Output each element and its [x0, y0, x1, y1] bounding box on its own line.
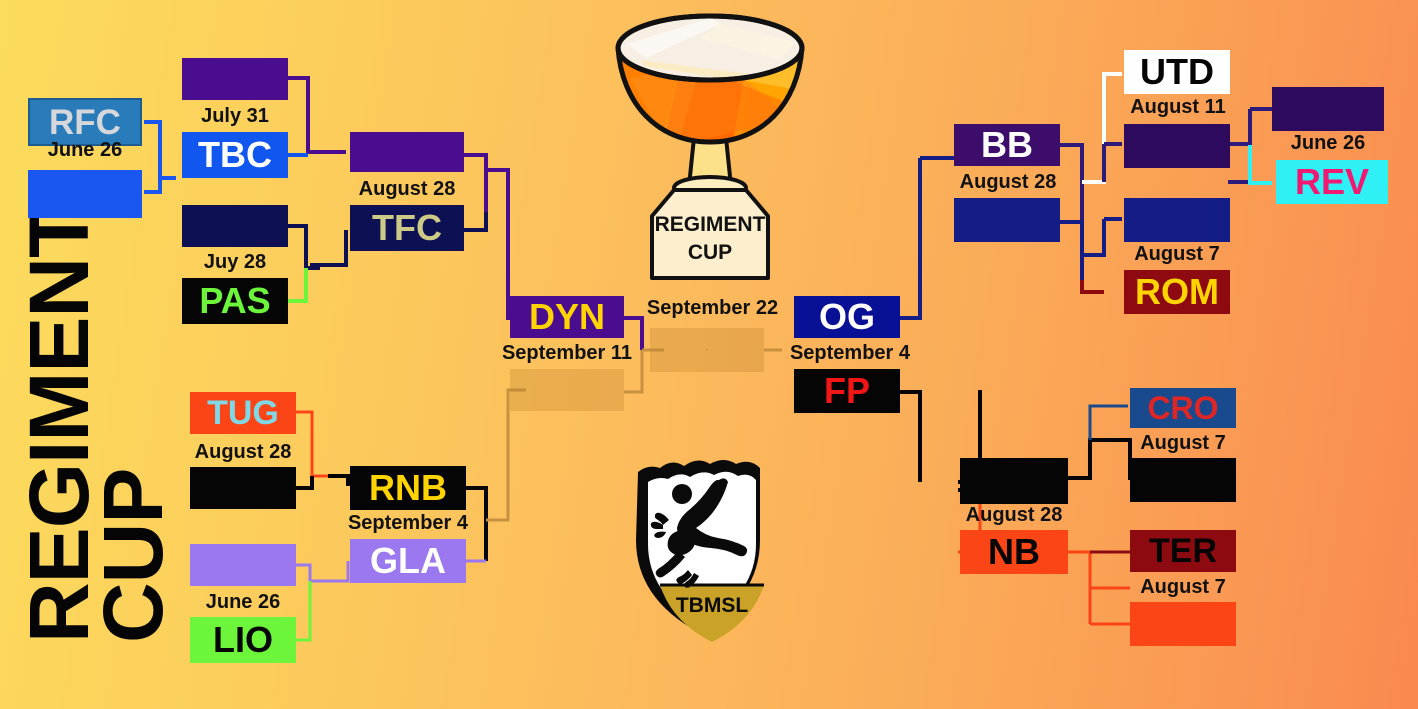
team-slot-right-bottom-r3-a[interactable]	[960, 458, 1068, 504]
match-date-right-top-r2-lower: August 7	[1134, 243, 1220, 265]
team-slot-left-top-r3-a[interactable]	[350, 132, 464, 172]
trophy-label-line1: REGIMENT	[655, 213, 766, 236]
team-slot-rom[interactable]: ROM	[1124, 270, 1230, 314]
team-slot-nb[interactable]: NB	[960, 530, 1068, 574]
team-slot-right-bottom-r2-upper-b[interactable]	[1130, 458, 1236, 502]
team-slot-tug[interactable]: TUG	[190, 392, 296, 434]
team-slot-dyn[interactable]: DYN	[510, 296, 624, 338]
team-slot-right-bottom-r2-lower-b[interactable]	[1130, 602, 1236, 646]
team-slot-rfc[interactable]: RFC	[28, 98, 142, 146]
team-slot-bb[interactable]: BB	[954, 124, 1060, 166]
match-date-left-top-r1: June 26	[47, 139, 123, 161]
team-abbr: TFC	[372, 207, 442, 248]
team-abbr: NB	[988, 531, 1040, 572]
team-abbr: GLA	[370, 540, 446, 581]
match-date-center-semi-left: September 11	[501, 342, 633, 364]
team-slot-og[interactable]: OG	[794, 296, 900, 338]
team-slot-right-top-r2-upper-b[interactable]	[1124, 124, 1230, 168]
match-date-right-top-r1: June 26	[1290, 132, 1366, 154]
match-date-right-top-r3: August 28	[959, 171, 1057, 193]
match-date-left-bottom-r2: September 4	[347, 512, 469, 534]
match-date-right-bottom-r2-upper: August 7	[1140, 432, 1226, 454]
match-date-center-semi-right: September 4	[789, 342, 911, 364]
tbmsl-logo: TBMSL	[636, 460, 764, 642]
team-slot-center-semi-left-b[interactable]	[510, 369, 624, 411]
match-date-left-bottom-r1-upper: August 28	[194, 441, 292, 463]
match-date-center-final: September 22	[646, 297, 779, 319]
team-slot-fp[interactable]: FP	[794, 369, 900, 413]
team-abbr: FP	[823, 370, 870, 411]
team-abbr: REV	[1294, 161, 1370, 202]
team-abbr: BB	[981, 124, 1033, 165]
team-slot-left-bottom-r1-upper-b[interactable]	[190, 467, 296, 509]
match-date-left-bottom-r1-lower: June 26	[205, 591, 281, 613]
team-abbr: CRO	[1147, 390, 1219, 426]
team-slot-left-top-r1-b[interactable]	[28, 170, 142, 218]
match-date-left-top-r2-upper: July 31	[201, 105, 269, 127]
team-slot-final-b[interactable]	[707, 328, 764, 372]
team-slot-rev[interactable]: REV	[1276, 160, 1388, 204]
team-slot-left-top-r2-lower-a[interactable]	[182, 205, 288, 247]
team-slot-ter[interactable]: TER	[1130, 530, 1236, 572]
match-date-right-top-r2-upper: August 11	[1130, 96, 1226, 118]
match-date-left-top-r3: August 28	[358, 178, 456, 200]
team-abbr: RFC	[49, 102, 121, 142]
team-abbr: DYN	[528, 296, 605, 337]
team-slot-left-top-r2-upper-a[interactable]	[182, 58, 288, 100]
team-abbr: TUG	[207, 394, 279, 432]
logo-text: TBMSL	[676, 594, 748, 617]
team-slot-final-a[interactable]	[650, 328, 707, 372]
team-slot-tfc[interactable]: TFC	[350, 205, 464, 251]
team-abbr: LIO	[213, 619, 273, 660]
team-abbr: RNB	[369, 467, 447, 508]
team-abbr: OG	[818, 296, 875, 337]
team-slot-utd[interactable]: UTD	[1124, 50, 1230, 94]
trophy-label-line2: CUP	[688, 241, 732, 264]
team-abbr: ROM	[1135, 271, 1219, 312]
match-date-left-top-r2-lower: Juy 28	[203, 251, 267, 273]
team-abbr: PAS	[199, 280, 271, 321]
match-date-right-bottom-r2-lower: August 7	[1140, 576, 1226, 598]
team-slot-tbc[interactable]: TBC	[182, 132, 288, 178]
team-abbr: TBC	[198, 134, 272, 175]
team-slot-lio[interactable]: LIO	[190, 617, 296, 663]
team-slot-right-top-r2-lower-a[interactable]	[1124, 198, 1230, 242]
team-slot-right-top-r3-b[interactable]	[954, 198, 1060, 242]
team-abbr: TER	[1149, 532, 1217, 570]
team-slot-rnb[interactable]: RNB	[350, 466, 466, 510]
team-slot-cro[interactable]: CRO	[1130, 388, 1236, 428]
match-date-right-bottom-r3: August 28	[965, 504, 1063, 526]
team-slot-left-bottom-r1-lower-a[interactable]	[190, 544, 296, 586]
team-abbr: UTD	[1140, 51, 1214, 92]
team-slot-pas[interactable]: PAS	[182, 278, 288, 324]
team-slot-gla[interactable]: GLA	[350, 539, 466, 583]
team-slot-right-top-r1-a[interactable]	[1272, 87, 1384, 131]
trophy-icon: REGIMENT CUP	[615, 13, 805, 280]
